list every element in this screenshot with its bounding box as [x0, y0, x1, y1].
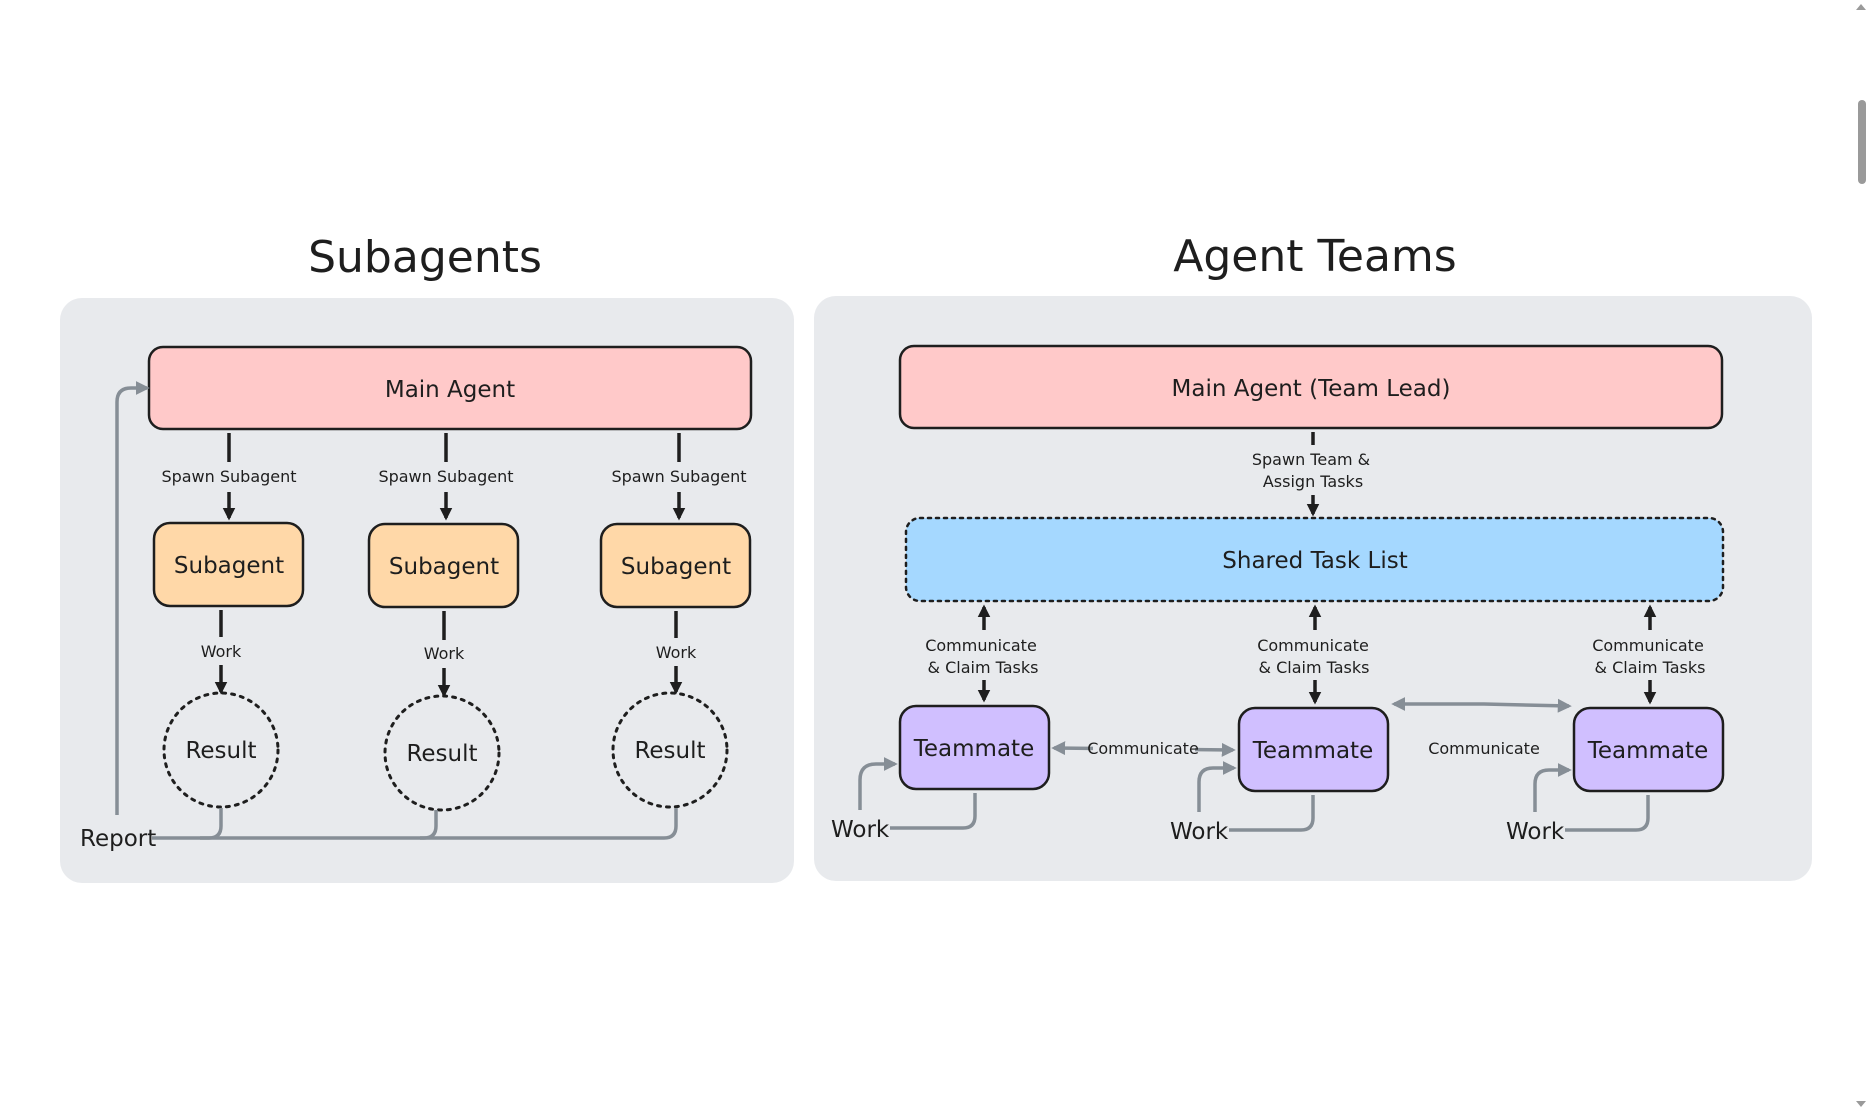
- communicate-label-2: Communicate: [1428, 739, 1540, 758]
- spawn-team-label-line2: Assign Tasks: [1263, 472, 1363, 491]
- agent-teams-title: Agent Teams: [1173, 231, 1456, 282]
- subagent-box-2: [367, 522, 520, 609]
- spawn-label-3: Spawn Subagent: [611, 467, 746, 486]
- work-label-bg-2: [419, 640, 469, 668]
- work-label-3: Work: [656, 643, 697, 662]
- result-circle-2: [383, 694, 501, 812]
- work-loop-out-1: [890, 793, 977, 830]
- scrollbar-thumb[interactable]: [1858, 100, 1866, 184]
- communicate-label-bg-1: [1093, 736, 1195, 762]
- work-loop-label-2: Work: [1170, 819, 1229, 845]
- scroll-up-arrow-icon[interactable]: [1856, 4, 1866, 10]
- subagent-box-3: [599, 522, 752, 609]
- shared-task-list-label: Shared Task List: [1222, 548, 1407, 574]
- scroll-down-arrow-icon[interactable]: [1856, 1101, 1866, 1107]
- teammate-label-2: Teammate: [1252, 738, 1373, 764]
- spawn-label-1: Spawn Subagent: [161, 467, 296, 486]
- claim-label-1-line1: Communicate: [925, 636, 1037, 655]
- result-label-3: Result: [634, 738, 705, 764]
- teammate-box-1: [898, 704, 1051, 791]
- result-label-2: Result: [406, 741, 477, 767]
- teammate-box-2: [1237, 706, 1390, 793]
- result-circle-1: [162, 691, 280, 809]
- report-label: Report: [80, 826, 156, 852]
- subagent-label-2: Subagent: [389, 554, 499, 580]
- report-arrow: [115, 381, 150, 815]
- teammate-label-1: Teammate: [913, 736, 1034, 762]
- claim-label-3-line1: Communicate: [1592, 636, 1704, 655]
- spawn-team-label-line1: Spawn Team &: [1252, 450, 1370, 469]
- spawn-team-label-bg: [1243, 445, 1383, 495]
- claim-label-2-line1: Communicate: [1257, 636, 1369, 655]
- page-scrollbar[interactable]: [1852, 0, 1870, 1111]
- spawn-label-2: Spawn Subagent: [378, 467, 513, 486]
- team-lead-label: Main Agent (Team Lead): [1172, 376, 1451, 402]
- claim-label-1-line2: & Claim Tasks: [928, 658, 1039, 677]
- subagent-label-3: Subagent: [621, 554, 731, 580]
- shared-task-list-box: [904, 516, 1725, 603]
- claim-label-bg-1: [919, 630, 1049, 680]
- claim-label-bg-2: [1250, 630, 1380, 680]
- work-loop-in-3: [1533, 763, 1572, 812]
- result-circle-3: [611, 691, 729, 809]
- spawn-label-bg-2: [376, 462, 516, 492]
- work-label-2: Work: [424, 644, 465, 663]
- work-loop-in-1: [858, 757, 898, 810]
- spawn-label-bg-3: [609, 462, 749, 492]
- work-loop-in-2: [1197, 761, 1237, 812]
- work-loop-out-2: [1229, 795, 1315, 832]
- work-loop-out-3: [1565, 795, 1650, 832]
- subagents-title: Subagents: [308, 232, 542, 283]
- teammate-label-3: Teammate: [1587, 738, 1708, 764]
- work-label-1: Work: [201, 642, 242, 661]
- communicate-label-1: Communicate: [1087, 739, 1199, 758]
- communicate-arrow-2: [1391, 697, 1572, 713]
- work-loop-label-3: Work: [1506, 819, 1565, 845]
- claim-label-bg-3: [1585, 630, 1715, 680]
- spawn-label-bg-1: [160, 462, 300, 492]
- claim-label-3-line2: & Claim Tasks: [1595, 658, 1706, 677]
- teammate-box-3: [1572, 706, 1725, 793]
- subagent-box-1: [152, 521, 305, 608]
- subagent-label-1: Subagent: [174, 553, 284, 579]
- result-label-1: Result: [185, 738, 256, 764]
- subagents-main-agent-label: Main Agent: [385, 377, 515, 403]
- work-loop-label-1: Work: [831, 817, 890, 843]
- claim-label-2-line2: & Claim Tasks: [1259, 658, 1370, 677]
- work-label-bg-1: [196, 637, 246, 665]
- team-lead-box: [898, 344, 1724, 430]
- report-line-3: [420, 808, 678, 840]
- work-label-bg-3: [651, 638, 701, 666]
